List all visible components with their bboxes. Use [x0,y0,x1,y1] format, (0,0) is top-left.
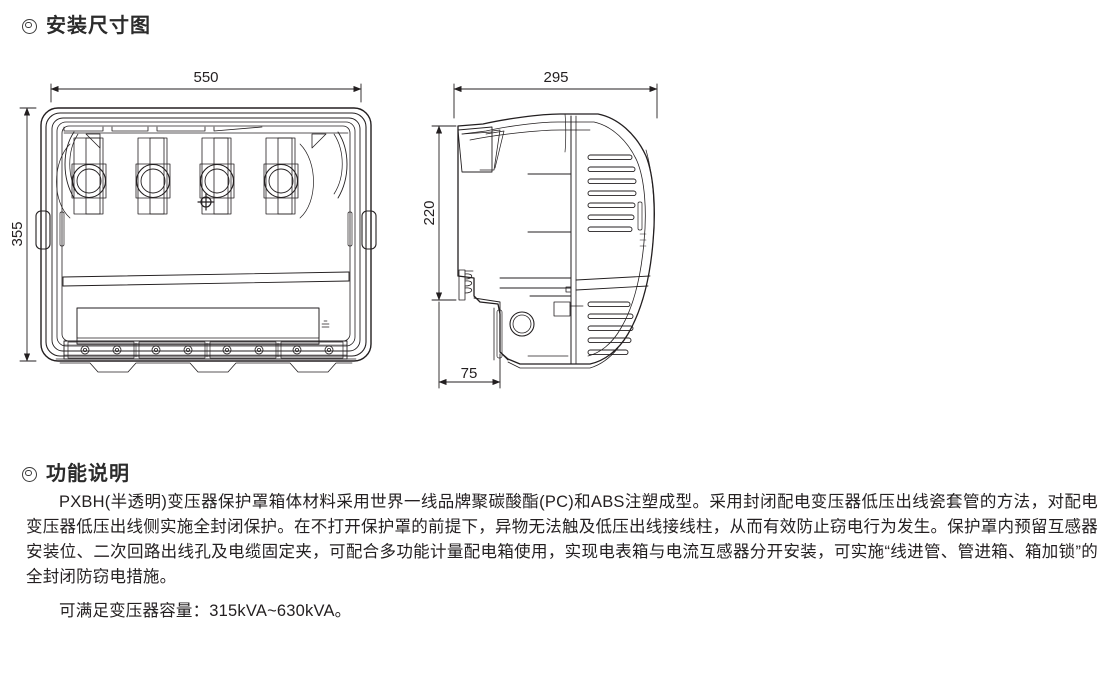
double-circle-icon [22,466,37,482]
section-header-dimensions: 安装尺寸图 [22,16,151,36]
dimension-label-75: 75 [461,365,478,382]
dimension-355 [19,107,37,362]
louvers-lower [587,301,634,356]
dimension-label-295: 295 [543,69,568,86]
dimension-550 [50,83,362,103]
louvers-upper [587,154,637,233]
side-view-geometry [457,113,655,369]
function-paragraph-2: 可满足变压器容量：315kVA~630kVA。 [59,602,352,620]
front-view-geometry [35,107,377,373]
dimension-label-220: 220 [421,200,438,225]
dimension-label-355: 355 [9,221,26,246]
dimension-label-550: 550 [193,69,218,86]
dimension-75 [438,301,501,389]
section-title-dimensions: 安装尺寸图 [46,15,151,37]
installation-dimension-drawing: 550 355 295 220 75 [0,52,1119,412]
function-paragraph-1: PXBH(半透明)变压器保护罩箱体材料采用世界一线品牌聚碳酸酯(PC)和ABS注… [26,493,1098,586]
double-circle-icon [22,18,37,34]
function-description-body: PXBH(半透明)变压器保护罩箱体材料采用世界一线品牌聚碳酸酯(PC)和ABS注… [26,490,1098,624]
bushing-holes [71,163,299,199]
drawing-svg: 550 355 295 220 75 [9,69,658,389]
dimension-295 [453,83,658,119]
dimension-220 [431,125,457,301]
section-title-function: 功能说明 [46,463,130,485]
cable-knockout [509,311,535,337]
section-header-function: 功能说明 [22,464,130,484]
center-crosshair-icon [197,193,215,211]
